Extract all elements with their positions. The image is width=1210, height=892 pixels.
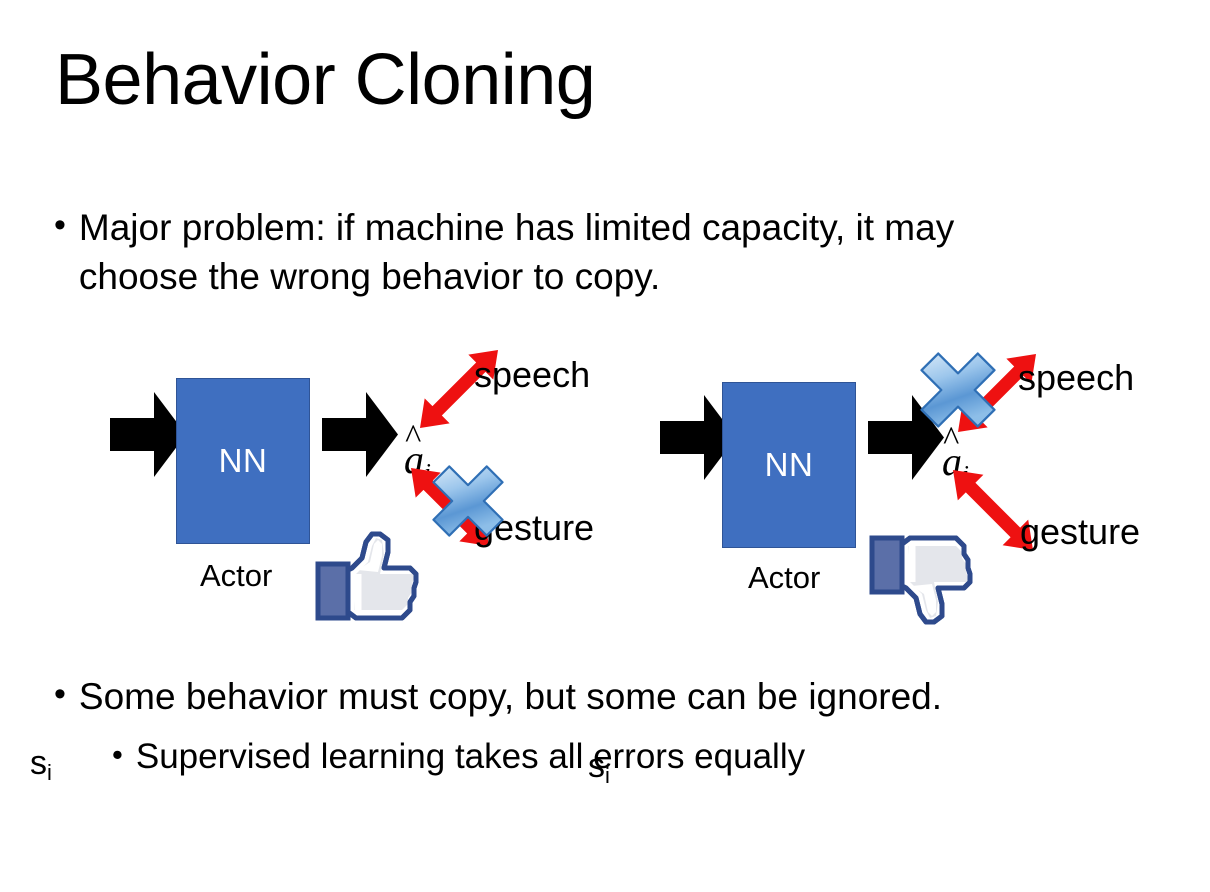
bullet-supervised-learning: • Supervised learning takes all errors e… bbox=[112, 734, 1162, 781]
diagram-right-rejected: si NN Actor ai bbox=[570, 340, 1150, 787]
actor-caption: Actor bbox=[748, 560, 821, 595]
bullet-text: Supervised learning takes all errors equ… bbox=[135, 737, 806, 776]
bullet-marker: • bbox=[112, 737, 123, 772]
bullet-text: Major problem: if machine has limited ca… bbox=[78, 207, 955, 298]
input-arrow-icon bbox=[660, 395, 736, 480]
thumbs-down-icon bbox=[868, 528, 978, 626]
bullet-marker: • bbox=[54, 206, 66, 244]
output-label-gesture: gesture bbox=[1020, 511, 1141, 552]
output-label-speech: speech bbox=[1018, 357, 1135, 398]
actor-caption: Actor bbox=[200, 558, 273, 593]
page-title: Behavior Cloning bbox=[55, 40, 596, 120]
output-arrow-icon bbox=[868, 395, 944, 480]
input-arrow-icon bbox=[110, 392, 186, 477]
state-subscript: i bbox=[47, 760, 52, 786]
speech-double-arrow-icon bbox=[420, 350, 498, 428]
state-input-label: si bbox=[588, 749, 610, 787]
cross-out-icon bbox=[432, 465, 504, 537]
state-subscript: i bbox=[605, 763, 610, 789]
output-label-speech: speech bbox=[474, 354, 591, 395]
output-arrow-icon bbox=[322, 392, 398, 477]
state-symbol: s bbox=[30, 743, 47, 782]
nn-box: NN bbox=[176, 378, 310, 544]
bullet-some-behavior: • Some behavior must copy, but some can … bbox=[54, 672, 1154, 721]
bullet-text: Some behavior must copy, but some can be… bbox=[78, 676, 943, 717]
nn-label: NN bbox=[218, 442, 268, 479]
bullet-major-problem: • Major problem: if machine has limited … bbox=[54, 203, 1114, 301]
state-input-label: si bbox=[30, 746, 52, 784]
nn-label: NN bbox=[764, 446, 814, 483]
bullet-marker: • bbox=[54, 675, 66, 713]
cross-out-icon bbox=[920, 352, 996, 428]
state-symbol: s bbox=[588, 746, 605, 785]
nn-box: NN bbox=[722, 382, 856, 548]
diagram-left-approved: si NN Actor ai bbox=[22, 340, 602, 784]
gesture-double-arrow-icon bbox=[952, 470, 1034, 550]
thumbs-up-icon bbox=[314, 530, 424, 628]
